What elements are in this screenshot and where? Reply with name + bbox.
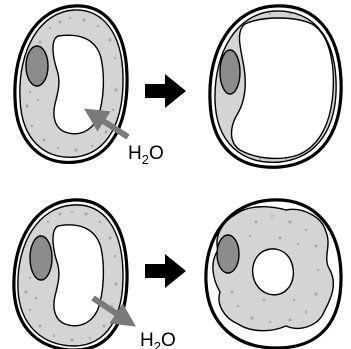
vacuole: [232, 18, 334, 158]
cell-normal-bottom: [14, 200, 127, 349]
nucleus: [30, 236, 52, 280]
cell-turgid: [210, 6, 341, 167]
vacuole: [253, 249, 294, 295]
right-arrow-icon: [145, 254, 186, 288]
vacuole: [53, 225, 103, 326]
nucleus: [220, 50, 240, 94]
water-label-bottom: H2O: [140, 330, 176, 349]
water-label-top: H2O: [128, 143, 164, 167]
top-row: H2O: [15, 6, 341, 167]
nucleus: [217, 235, 239, 273]
cell-normal-top: [15, 6, 127, 163]
nucleus: [26, 46, 48, 86]
right-arrow-icon: [145, 74, 186, 108]
cell-plasmolysed: [206, 200, 341, 348]
bottom-row: H2O: [14, 200, 341, 349]
